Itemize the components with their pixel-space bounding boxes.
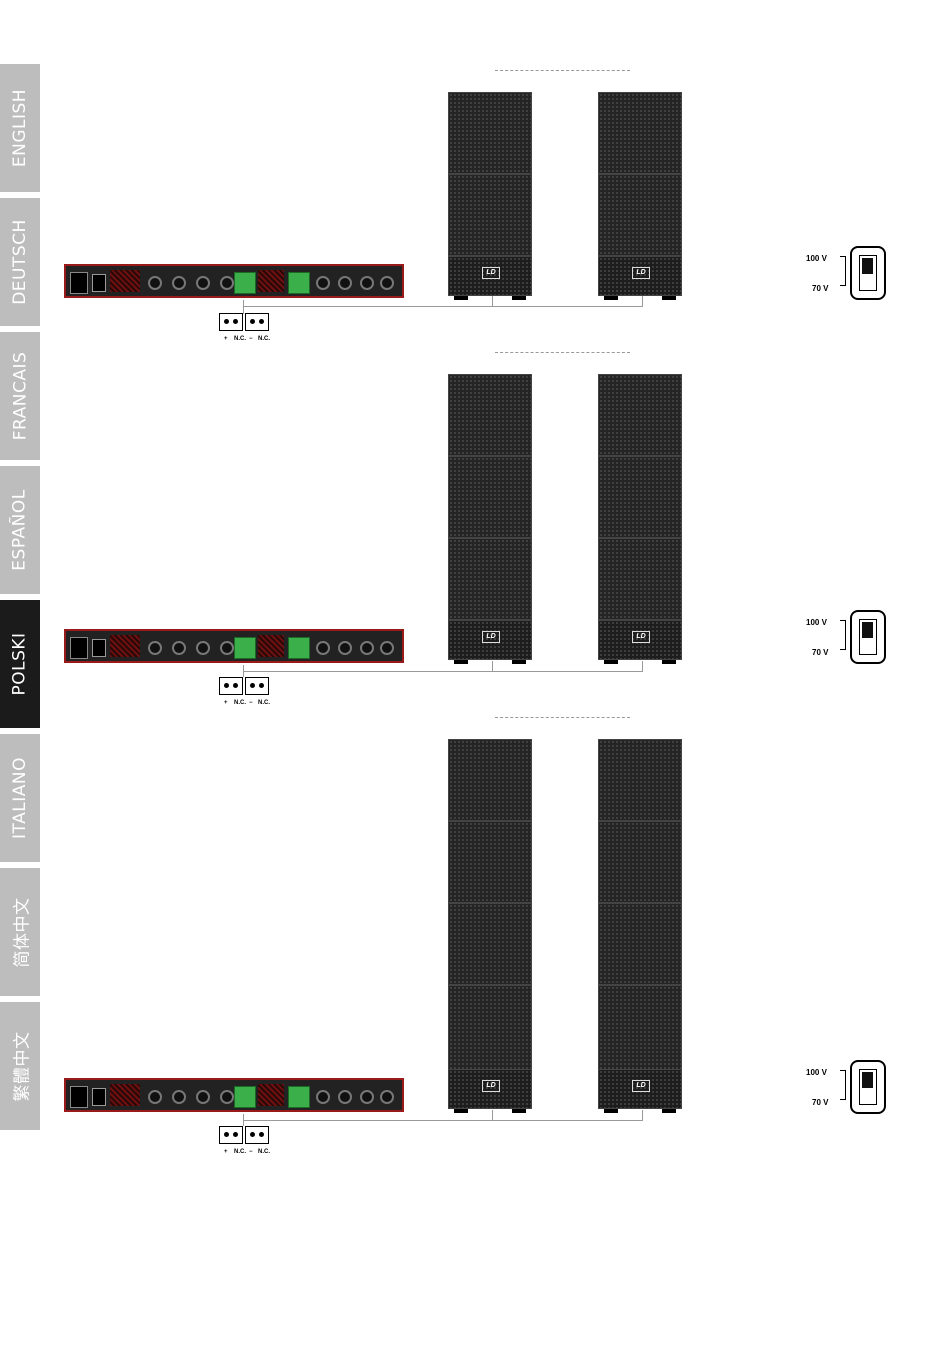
ld-logo: LD xyxy=(632,267,650,279)
speaker-stack-right: LD xyxy=(598,92,682,296)
tab-label: ITALIANO xyxy=(10,757,30,839)
input-terminal xyxy=(288,1086,310,1108)
connector-minus: − xyxy=(249,700,253,706)
power-inlet xyxy=(70,637,88,659)
speaker-cabinet xyxy=(598,903,682,985)
stack-top-line xyxy=(495,717,630,718)
voltage-switch: 100 V 70 V xyxy=(806,1062,896,1122)
tab-label: POLSKI xyxy=(10,632,30,695)
power-inlet xyxy=(70,1086,88,1108)
voltage-low-label: 70 V xyxy=(812,1098,828,1107)
connector-nc: N.C. xyxy=(258,700,270,706)
speaker-connector xyxy=(219,677,271,699)
connector-nc: N.C. xyxy=(234,336,246,342)
speaker-connector xyxy=(219,313,271,335)
speaker-base: LD xyxy=(448,620,532,660)
power-inlet xyxy=(70,272,88,294)
connector-plus: + xyxy=(224,1149,228,1155)
speaker-cabinet xyxy=(598,538,682,620)
voltage-switch: 100 V 70 V xyxy=(806,612,896,672)
voltage-high-label: 100 V xyxy=(806,1068,827,1077)
ld-logo: LD xyxy=(632,1080,650,1092)
tab-label: 繁體中文 xyxy=(8,1031,33,1101)
speaker-output-terminal xyxy=(234,272,256,294)
speaker-base: LD xyxy=(598,1069,682,1109)
speaker-cabinet xyxy=(598,374,682,456)
connector-minus: − xyxy=(249,1149,253,1155)
input-terminal xyxy=(288,272,310,294)
ld-logo: LD xyxy=(632,631,650,643)
speaker-stack-left: LD xyxy=(448,92,532,296)
speaker-stack-left: LD xyxy=(448,374,532,660)
tab-label: 简体中文 xyxy=(8,897,33,967)
speaker-base: LD xyxy=(448,256,532,296)
amplifier-rear-panel xyxy=(64,1078,404,1112)
speaker-cabinet xyxy=(598,174,682,256)
tab-italiano[interactable]: ITALIANO xyxy=(0,734,40,862)
connector-nc: N.C. xyxy=(258,1149,270,1155)
wiring-diagram-1: LD LD + N.C. − N.C. 100 V 70 V xyxy=(0,0,950,360)
speaker-cabinet xyxy=(448,985,532,1071)
tab-traditional-chinese[interactable]: 繁體中文 xyxy=(0,1002,40,1130)
voltage-high-label: 100 V xyxy=(806,254,827,263)
power-switch xyxy=(92,1088,106,1106)
speaker-cabinet xyxy=(598,739,682,821)
power-switch xyxy=(92,274,106,292)
amplifier-rear-panel xyxy=(64,264,404,298)
speaker-cabinet xyxy=(598,92,682,174)
voltage-switch: 100 V 70 V xyxy=(806,248,896,308)
tab-polski[interactable]: POLSKI xyxy=(0,600,40,728)
connector-plus: + xyxy=(224,700,228,706)
tab-label: FRANCAIS xyxy=(10,352,30,441)
connector-minus: − xyxy=(249,336,253,342)
amplifier-rear-panel xyxy=(64,629,404,663)
speaker-cabinet xyxy=(448,821,532,903)
speaker-cabinet xyxy=(448,456,532,538)
voltage-low-label: 70 V xyxy=(812,648,828,657)
speaker-output-terminal xyxy=(234,1086,256,1108)
speaker-base: LD xyxy=(598,620,682,660)
speaker-cabinet xyxy=(448,903,532,985)
voltage-high-label: 100 V xyxy=(806,618,827,627)
connector-plus: + xyxy=(224,336,228,342)
speaker-cabinet xyxy=(598,821,682,903)
speaker-connector xyxy=(219,1126,271,1148)
tab-simplified-chinese[interactable]: 简体中文 xyxy=(0,868,40,996)
tab-label: ESPAÑOL xyxy=(10,489,30,570)
speaker-cabinet xyxy=(448,92,532,174)
tab-espanol[interactable]: ESPAÑOL xyxy=(0,466,40,594)
speaker-stack-left: LD xyxy=(448,739,532,1109)
stack-top-line xyxy=(495,352,630,353)
speaker-cabinet xyxy=(448,174,532,256)
voltage-low-label: 70 V xyxy=(812,284,828,293)
ld-logo: LD xyxy=(482,631,500,643)
power-switch xyxy=(92,639,106,657)
speaker-cabinet xyxy=(598,456,682,538)
speaker-cabinet xyxy=(448,374,532,456)
connector-nc: N.C. xyxy=(234,1149,246,1155)
stack-top-line xyxy=(495,70,630,71)
speaker-stack-right: LD xyxy=(598,374,682,660)
speaker-output-terminal xyxy=(234,637,256,659)
speaker-stack-right: LD xyxy=(598,739,682,1109)
ld-logo: LD xyxy=(482,267,500,279)
speaker-cabinet xyxy=(598,985,682,1071)
speaker-cabinet xyxy=(448,739,532,821)
speaker-base: LD xyxy=(598,256,682,296)
ld-logo: LD xyxy=(482,1080,500,1092)
connector-nc: N.C. xyxy=(234,700,246,706)
speaker-base: LD xyxy=(448,1069,532,1109)
speaker-cabinet xyxy=(448,538,532,620)
input-terminal xyxy=(288,637,310,659)
connector-nc: N.C. xyxy=(258,336,270,342)
